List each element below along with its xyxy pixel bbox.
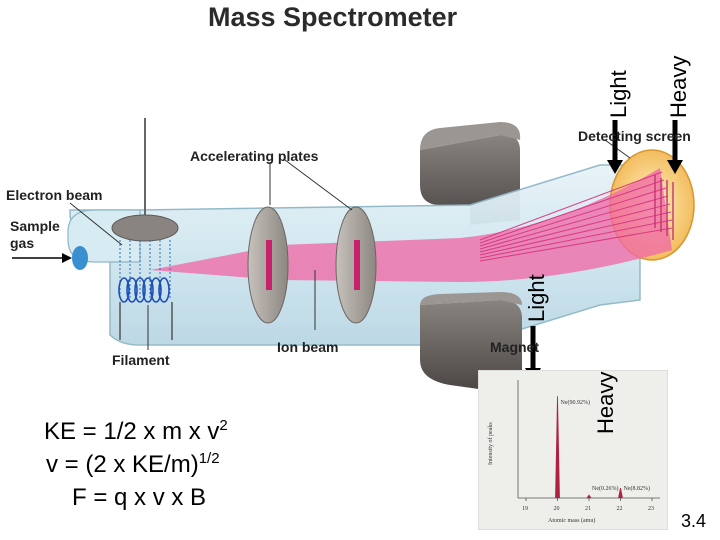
label-mid-heavy: Heavy	[593, 371, 618, 434]
electron-emitter-cap	[111, 214, 179, 242]
spectrum-tick-label: 23	[648, 506, 654, 512]
plate-2-slit	[354, 240, 360, 290]
plate-1-slit	[266, 240, 272, 290]
spectrum-background	[478, 370, 668, 530]
deflected-beam-lines	[479, 171, 673, 262]
magnet-upper-top	[420, 122, 521, 150]
label-filament: Filament	[112, 352, 170, 368]
equation-v-text: v = (2 x KE/m)	[46, 451, 199, 478]
sample-gas-arrow-head	[62, 253, 72, 263]
spectrum-peak	[618, 488, 623, 499]
slide-number: 3.4	[680, 511, 706, 531]
inlet-port	[72, 246, 88, 270]
leader-lines	[69, 139, 631, 350]
label-top-heavy: Heavy	[666, 55, 691, 118]
spectrum-peaks: Ne(90.92%) Ne(0.26%) Ne(8.82%)	[555, 396, 651, 499]
label-accelerating-plates: Accelerating plates	[190, 148, 319, 164]
equation-force: F = q x v x B	[72, 484, 207, 511]
spectrum-tick-label: 21	[585, 506, 591, 512]
arrow-top-heavy-head	[667, 160, 683, 174]
spectrum-ticks: 19 20 21 22 23	[522, 498, 654, 512]
label-sample-gas-line2: gas	[10, 235, 35, 251]
spectrum-tick-label: 20	[554, 506, 560, 512]
arrow-top-light-head	[607, 160, 623, 174]
mass-spectrum-inset: Intensity of peaks Atomic mass (amu) 19 2…	[478, 370, 668, 530]
label-detecting-screen: Detecting screen	[578, 128, 691, 144]
screen-impact-lines	[654, 175, 674, 240]
label-top-light: Light	[606, 70, 631, 118]
equation-ke-exponent: 2	[219, 417, 228, 434]
spectrum-xlabel: Atomic mass (amu)	[548, 517, 595, 524]
spectrum-peak-label: Ne(8.82%)	[624, 485, 651, 492]
page-title: Mass Spectrometer	[208, 2, 458, 32]
spectrum-peak-label: Ne(0.26%)	[592, 485, 619, 492]
label-ion-beam: Ion beam	[277, 339, 339, 355]
spectrum-tick-label: 19	[522, 506, 528, 512]
equation-ke-text: KE = 1/2 x m x v	[44, 418, 220, 445]
equation-kinetic-energy: KE = 1/2 x m x v2	[44, 417, 228, 446]
label-magnet: Magnet	[490, 339, 539, 355]
spectrum-ylabel: Intensity of peaks	[487, 422, 494, 465]
equation-velocity: v = (2 x KE/m)1/2	[46, 450, 220, 479]
filament-coil	[118, 277, 170, 303]
spectrum-peak	[586, 494, 592, 499]
electron-beam-lines	[119, 240, 171, 300]
label-mid-light: Light	[524, 274, 549, 322]
label-sample-gas-line1: Sample	[10, 218, 60, 234]
equation-v-exponent: 1/2	[198, 450, 220, 467]
spectrum-tick-label: 22	[617, 506, 623, 512]
spectrum-peak	[555, 396, 560, 499]
label-electron-beam: Electron beam	[6, 187, 103, 203]
spectrum-peak-label: Ne(90.92%)	[561, 399, 591, 406]
magnet-lower-top	[420, 292, 522, 305]
magnet-lower	[420, 300, 522, 392]
